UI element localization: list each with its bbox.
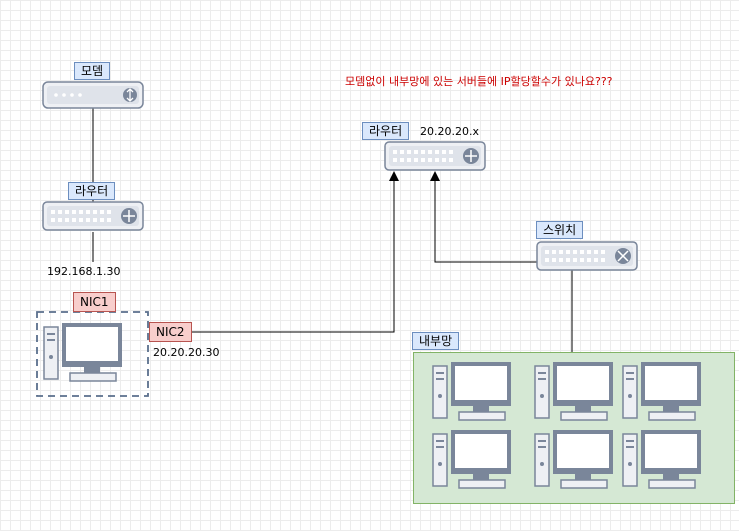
switch-router-link (430, 171, 537, 263)
server-icon (432, 361, 512, 421)
server-icon (622, 429, 702, 489)
server-icon (534, 361, 614, 421)
nic2-ip: 20.20.20.30 (153, 346, 220, 359)
switch-icon (536, 241, 638, 271)
router-right-ip: 20.20.20.x (420, 125, 479, 138)
pc-icon (43, 322, 123, 382)
router-left-label: 라우터 (68, 182, 116, 200)
server-icon (432, 429, 512, 489)
router-left-ip: 192.168.1.30 (47, 265, 121, 278)
server-icon (622, 361, 702, 421)
router-right-label: 라우터 (362, 122, 410, 140)
modem-icon (42, 81, 144, 109)
server-icon (534, 429, 614, 489)
nic2-router-link (189, 171, 399, 333)
nic1-label: NIC1 (73, 292, 116, 312)
nic2-label: NIC2 (149, 322, 192, 342)
pc-group-border (36, 311, 149, 397)
switch-label: 스위치 (536, 221, 584, 239)
modem-label: 모뎀 (74, 62, 111, 80)
internal-network-label: 내부망 (412, 332, 460, 350)
router-right-icon (384, 141, 486, 171)
question-text: 모뎀없이 내부망에 있는 서버들에 IP할당할수가 있나요??? (345, 75, 613, 88)
router-left-icon (42, 201, 144, 231)
